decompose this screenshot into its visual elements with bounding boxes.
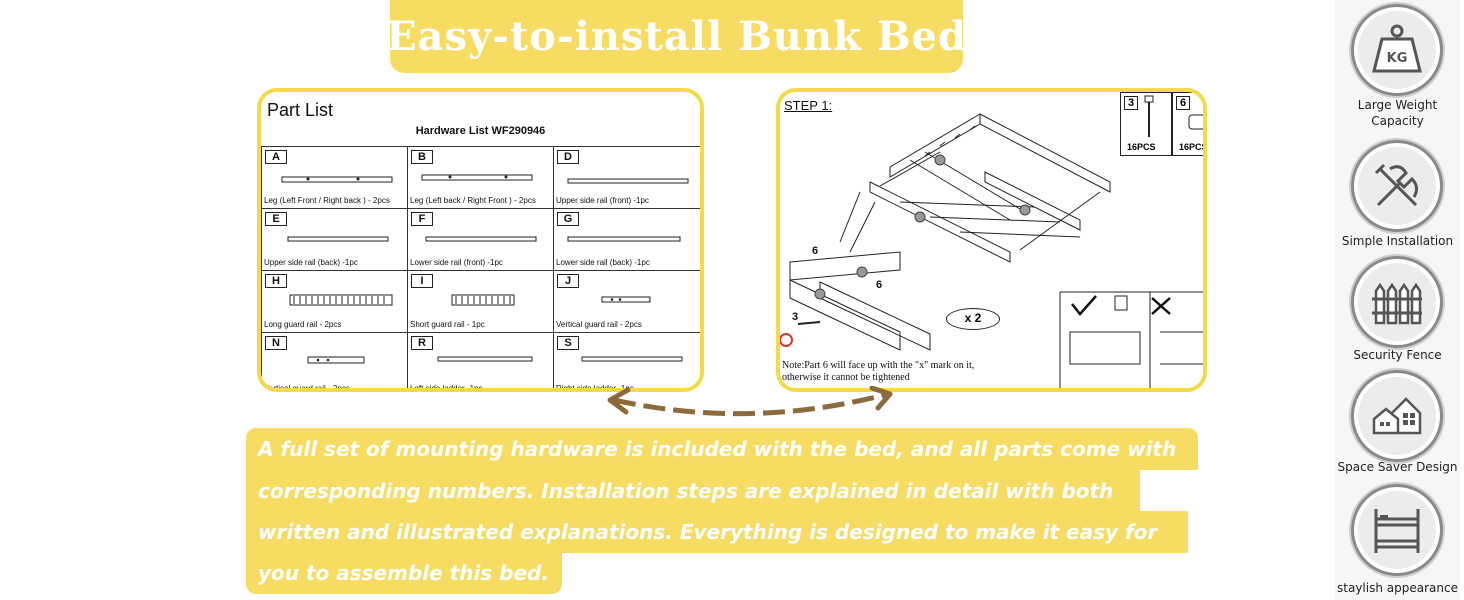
part-list-panel: Part List Hardware List WF290946 A Leg (… <box>257 88 704 392</box>
rail-drawing <box>567 178 689 184</box>
feature-label: Space Saver Design <box>1337 460 1458 474</box>
part-desc: Long guard rail - 2pcs <box>264 320 342 329</box>
bunk-bed-icon <box>1351 484 1443 576</box>
part-cell-f: F Lower side rail (front) -1pc <box>407 208 553 270</box>
part-letter: H <box>265 274 287 288</box>
part-letter: I <box>411 274 433 288</box>
step-note: Note:Part 6 will face up with the "x" ma… <box>782 360 974 384</box>
title-banner: Easy-to-install Bunk Bed <box>386 0 966 73</box>
part-letter: E <box>265 212 287 226</box>
part-letter: D <box>557 150 579 164</box>
note-line-2: otherwise it cannot be tightened <box>782 372 910 383</box>
part-cell-r: R Left side ladder -1pc <box>407 332 553 392</box>
hardware-number: 6 <box>1176 96 1190 110</box>
description-line-1: A full set of mounting hardware is inclu… <box>246 428 1198 470</box>
part-desc: Upper side rail (front) -1pc <box>556 196 649 205</box>
part-cell-g: G Lower side rail (back) -1pc <box>553 208 700 270</box>
hardware-box-3: 3 16PCS <box>1120 92 1172 156</box>
step-title: STEP 1: <box>784 98 833 113</box>
fence-icon <box>1351 256 1443 348</box>
vertical-rail-drawing <box>601 296 651 303</box>
part-desc: Vertical guard rail - 2pcs <box>264 384 350 392</box>
label-three: 3 <box>792 311 798 323</box>
part-desc: Right side ladder -1pc <box>556 384 634 392</box>
hardware-count: 16PCS <box>1127 142 1156 152</box>
label-six-2: 6 <box>876 279 882 291</box>
barrel-nut-icon <box>1188 114 1203 130</box>
part-desc: Lower side rail (back) -1pc <box>556 258 650 267</box>
guard-rail-drawing <box>289 294 393 306</box>
house-icon <box>1351 370 1443 462</box>
part-cell-e: E Upper side rail (back) -1pc <box>261 208 407 270</box>
part-cell-b: B Leg (Left back / Right Front ) - 2pcs <box>407 146 553 208</box>
description-line-2: corresponding numbers. Installation step… <box>246 470 1140 512</box>
house-glyph <box>1372 397 1422 435</box>
hardware-number: 3 <box>1124 96 1138 110</box>
page-title: Easy-to-install Bunk Bed <box>386 13 967 60</box>
hardware-list-heading: Hardware List WF290946 <box>415 125 546 137</box>
part-desc: Upper side rail (back) -1pc <box>264 258 358 267</box>
part-letter: J <box>557 274 579 288</box>
bolt-icon <box>1144 95 1154 137</box>
kg-text: KG <box>1387 51 1408 66</box>
part-cell-a: A Leg (Left Front / Right back ) - 2pcs <box>261 146 407 208</box>
note-line-1: Note:Part 6 will face up with the "x" ma… <box>782 360 975 371</box>
step-panel: STEP 1: 3 16PCS 6 16PCS <box>776 88 1207 392</box>
part-letter: B <box>411 150 433 164</box>
part-list-heading: Part List <box>267 100 334 120</box>
part-letter: G <box>557 212 579 226</box>
part-cell-h: H Long guard rail - 2pcs <box>261 270 407 332</box>
label-six: 6 <box>812 245 818 257</box>
part-cell-j: J Vertical guard rail - 2pcs <box>553 270 700 332</box>
leg-drawing <box>281 176 393 183</box>
description-line-4: you to assemble this bed. <box>246 552 562 594</box>
leg-drawing <box>421 174 533 181</box>
feature-label: staylish appearance <box>1337 581 1458 595</box>
part-cell-s: S Right side ladder -1pc <box>553 332 700 392</box>
hardware-box-6: 6 16PCS <box>1172 92 1207 156</box>
double-arrow-icon <box>607 386 893 417</box>
feature-label: Large Weight Capacity <box>1357 98 1438 128</box>
vertical-rail-drawing <box>307 356 365 364</box>
part-cell-n: N Vertical guard rail - 2pcs <box>261 332 407 392</box>
part-desc: Short guard rail - 1pc <box>410 320 485 329</box>
feature-sidebar: KG Large Weight Capacity Simple Installa… <box>1335 0 1460 600</box>
part-letter: R <box>411 336 433 350</box>
ladder-drawing <box>581 356 683 362</box>
parts-grid: A Leg (Left Front / Right back ) - 2pcs … <box>261 146 700 392</box>
description-line-3: written and illustrated explanations. Ev… <box>246 511 1188 553</box>
rail-drawing <box>567 236 681 242</box>
part-desc: Leg (Left Front / Right back ) - 2pcs <box>264 196 390 205</box>
part-desc: Lower side rail (front) -1pc <box>410 258 503 267</box>
fence-glyph <box>1372 282 1422 325</box>
part-desc: Leg (Left back / Right Front ) - 2pcs <box>410 196 536 205</box>
weight-glyph: KG <box>1372 24 1422 73</box>
tools-glyph <box>1374 163 1419 207</box>
weight-icon: KG <box>1351 4 1443 96</box>
ladder-drawing <box>437 356 533 362</box>
hardware-count: 16PCS <box>1179 142 1207 152</box>
part-cell-i: I Short guard rail - 1pc <box>407 270 553 332</box>
assembly-diagram: 6 6 3 <box>780 113 1203 388</box>
multiplier-badge: x 2 <box>946 308 1000 330</box>
part-letter: A <box>265 150 287 164</box>
part-letter: F <box>411 212 433 226</box>
feature-label: Simple Installation <box>1341 234 1454 248</box>
rail-drawing <box>425 236 537 242</box>
tools-icon <box>1351 140 1443 232</box>
guard-rail-drawing <box>451 294 515 306</box>
part-letter: N <box>265 336 287 350</box>
part-letter: S <box>557 336 579 350</box>
part-desc: Vertical guard rail - 2pcs <box>556 320 642 329</box>
feature-label: Security Fence <box>1353 348 1442 362</box>
part-desc: Left side ladder -1pc <box>410 384 483 392</box>
bunk-bed-glyph <box>1374 509 1420 553</box>
rail-drawing <box>287 236 389 242</box>
part-cell-d: D Upper side rail (front) -1pc <box>553 146 700 208</box>
